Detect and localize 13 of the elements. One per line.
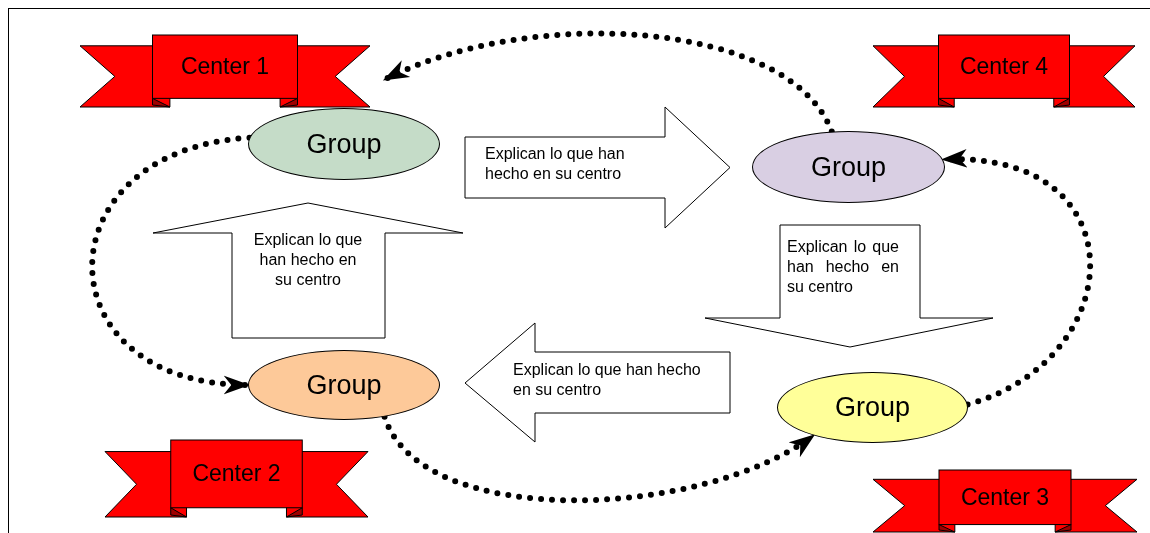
banner-label: Center 2 <box>191 459 282 489</box>
group-label: Group <box>809 150 887 184</box>
group-label: Group <box>305 368 383 402</box>
arrow-text: Explican lo que han hecho en su centro <box>513 360 702 400</box>
banner-label: Center 1 <box>179 52 271 82</box>
dotted-arrow <box>89 134 253 392</box>
group-label: Group <box>305 127 383 161</box>
banner-label: Center 4 <box>958 52 1050 82</box>
group-label: Group <box>833 391 911 424</box>
arrow-text: Explican lo que han hecho en su centro <box>252 230 364 290</box>
arrow-text: Explican lo que han hecho en su centro <box>485 144 626 184</box>
banner-label: Center 3 <box>959 482 1051 512</box>
arrow-text: Explican lo que han hecho en su centro <box>787 237 899 297</box>
